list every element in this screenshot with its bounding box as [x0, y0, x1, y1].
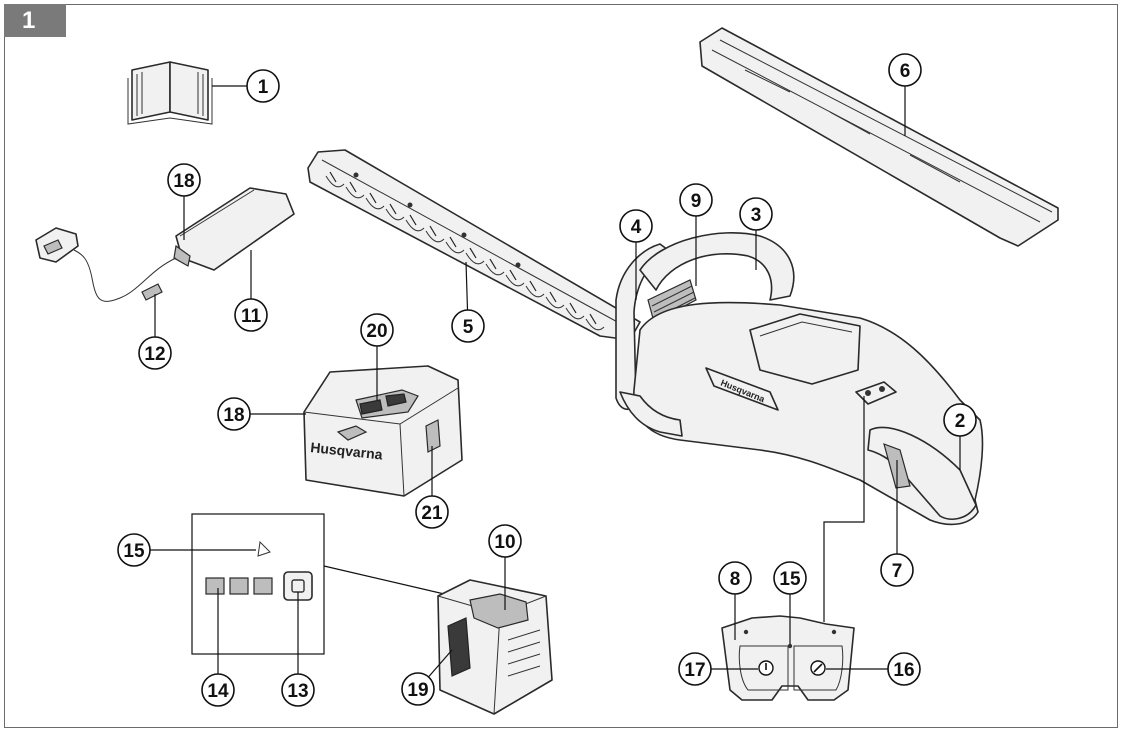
callout-number: 16 [893, 660, 914, 681]
callout-c15a: 15 [117, 533, 256, 567]
callout-number: 20 [366, 321, 387, 342]
callout-c11: 11 [234, 250, 268, 332]
control-panel-detail [721, 615, 855, 701]
callout-number: 19 [407, 680, 428, 701]
callout-number: 17 [684, 660, 705, 681]
charge-level-led-1 [205, 577, 225, 595]
figure-number-tab: 1 [4, 4, 66, 37]
charge-level-led-3 [253, 577, 273, 595]
callout-c15b: 15 [773, 561, 807, 644]
callout-c8: 8 [718, 561, 752, 640]
callout-c12: 12 [138, 294, 172, 370]
callout-number: 15 [123, 541, 145, 562]
charge-level-led-2 [229, 577, 249, 595]
callout-c10: 10 [488, 524, 522, 610]
hedge-trimmer-body: Husqvarna [615, 232, 984, 526]
battery-charger-adapter [173, 187, 295, 271]
callout-circle [678, 652, 712, 686]
callout-number: 5 [463, 317, 474, 338]
figure-frame [4, 4, 1118, 728]
callout-circle [619, 209, 653, 243]
callout-circle [415, 495, 449, 529]
callout-number: 6 [900, 61, 911, 82]
callout-c14: 14 [201, 588, 235, 707]
callout-c4: 4 [619, 209, 653, 300]
callout-c18a: 18 [167, 163, 201, 240]
callout-number: 11 [241, 306, 262, 327]
callout-circle [138, 336, 172, 370]
callout-number: 9 [691, 191, 702, 212]
callout-circle [880, 553, 914, 587]
callout-c17: 17 [678, 652, 758, 686]
callout-circle [281, 673, 315, 707]
callout-c3: 3 [739, 197, 773, 270]
callout-c19: 19 [401, 649, 453, 706]
callout-c13: 13 [281, 592, 315, 707]
callout-circle [201, 673, 235, 707]
charger-brand-logo: Husqvarna [310, 439, 384, 462]
power-cord [35, 227, 177, 302]
callout-number: 7 [892, 561, 903, 582]
callout-c5: 5 [451, 261, 485, 343]
callout-circle [943, 403, 977, 437]
callout-c20: 20 [360, 313, 394, 400]
battery-pack [437, 579, 553, 715]
callout-c7: 7 [880, 460, 914, 587]
callout-number: 3 [751, 205, 762, 226]
callout-number: 4 [631, 217, 642, 238]
callout-c6: 6 [888, 53, 922, 136]
callout-circle [246, 69, 280, 103]
callout-number: 18 [173, 171, 194, 192]
detail-leader-line [823, 396, 865, 622]
callout-circle [360, 313, 394, 347]
callout-number: 12 [144, 344, 165, 365]
callout-c16: 16 [826, 652, 921, 686]
callout-number: 21 [421, 503, 443, 524]
battery-status-panel [191, 513, 471, 655]
callout-circle [887, 652, 921, 686]
callout-number: 14 [207, 681, 229, 702]
manual-book-icon [127, 61, 213, 125]
callout-circle [217, 397, 251, 431]
callout-number: 15 [779, 569, 801, 590]
callout-c9: 9 [679, 183, 713, 286]
callout-circle [773, 561, 807, 595]
callout-c18b: 18 [217, 397, 306, 431]
callout-number: 2 [955, 411, 966, 432]
callout-circle [488, 524, 522, 558]
hedge-trimmer-blade [307, 149, 641, 341]
callout-circle [451, 309, 485, 343]
callout-circle [234, 298, 268, 332]
callout-number: 18 [223, 405, 244, 426]
callout-number: 13 [287, 681, 308, 702]
callout-circle [888, 53, 922, 87]
callout-c21: 21 [415, 446, 449, 529]
callout-number: 8 [730, 569, 741, 590]
callout-circle [718, 561, 752, 595]
callout-c1: 1 [212, 69, 280, 103]
callout-circle [679, 183, 713, 217]
callout-c2: 2 [943, 403, 977, 470]
battery-charger: Husqvarna [303, 365, 463, 497]
callout-number: 10 [494, 532, 515, 553]
callout-circle [739, 197, 773, 231]
figure-number: 1 [22, 6, 36, 34]
blade-cover [699, 27, 1059, 247]
callout-number: 1 [258, 77, 269, 98]
callout-circle [401, 672, 435, 706]
callout-circle [117, 533, 151, 567]
callout-circle [167, 163, 201, 197]
